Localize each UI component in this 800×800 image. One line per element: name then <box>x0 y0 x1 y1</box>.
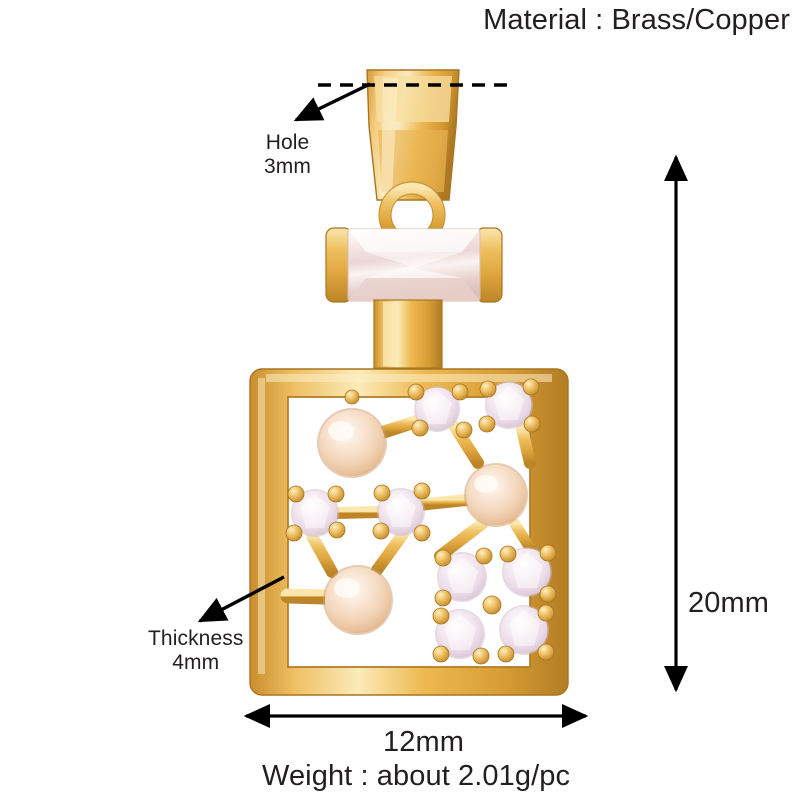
prong-bead <box>285 524 303 542</box>
prong-bead <box>432 607 450 625</box>
thickness-name: Thickness <box>148 627 244 650</box>
width-dimension-label: 12mm <box>383 726 464 758</box>
cz-stone <box>435 609 485 659</box>
thickness-value: 4mm <box>172 650 220 674</box>
pearls-group <box>317 408 528 635</box>
prong-bead <box>372 522 390 540</box>
bail-lower-facet <box>378 130 448 192</box>
baguette-setting-group <box>325 227 503 303</box>
baguette-facet-center <box>366 252 462 278</box>
lattice-bar <box>434 517 489 562</box>
pearl <box>464 463 528 527</box>
lattice-bar <box>412 494 472 511</box>
prong-bead <box>475 547 493 565</box>
frame-top-highlight <box>266 374 552 382</box>
prong-bead <box>373 484 391 502</box>
prong-bead <box>539 544 557 562</box>
bail-highlight <box>381 78 398 196</box>
prong-bead <box>413 482 431 500</box>
prong-bead <box>537 643 555 661</box>
pearl <box>317 408 387 478</box>
material-label: Material : Brass/Copper <box>483 4 790 36</box>
cz-stone <box>485 381 533 429</box>
hole-callout-arrow <box>293 82 371 122</box>
prong-bead <box>539 585 557 603</box>
prong-bead <box>537 604 555 622</box>
cz-stone <box>377 488 425 536</box>
prong-bead <box>497 645 515 663</box>
bail-group <box>366 69 460 201</box>
hole-name: Hole <box>265 131 310 154</box>
baguette-facet-bottom <box>348 278 480 301</box>
connector-bar-group <box>373 299 443 369</box>
prong-bead <box>407 383 425 401</box>
thickness-callout-arrow <box>197 575 285 623</box>
prong-bead <box>327 485 345 503</box>
lattice-bar <box>331 506 385 519</box>
prong-beads-group <box>285 378 557 665</box>
connector-bar-highlight <box>383 302 395 366</box>
prong-bead <box>455 421 473 439</box>
prong-bead <box>344 389 360 405</box>
cz-stones-group <box>291 381 552 659</box>
cz-stone <box>414 386 460 432</box>
prong-bead <box>523 415 541 433</box>
prong-bead <box>413 524 431 542</box>
lattice-bar <box>306 530 338 578</box>
cz-stone <box>502 547 552 597</box>
prong-bead <box>522 378 540 396</box>
prong-bead <box>499 545 517 563</box>
lattice-bar <box>516 423 536 469</box>
hole-value: 3mm <box>264 154 311 178</box>
prong-bead <box>478 415 496 433</box>
frame-left-highlight <box>258 378 265 674</box>
prong-bead <box>328 521 346 539</box>
prong-bead <box>432 645 450 663</box>
prong-bead <box>287 485 305 503</box>
baguette-facet-top <box>348 229 480 252</box>
prong-bead <box>451 383 469 401</box>
pearl <box>323 565 393 635</box>
prong-bead <box>434 589 452 607</box>
lattice-bar <box>280 588 333 605</box>
height-dimension-label: 20mm <box>688 587 769 619</box>
prong-bead <box>479 380 497 398</box>
cz-stone <box>291 489 339 537</box>
cz-stone <box>437 552 487 602</box>
weight-label: Weight : about 2.01g/pc <box>262 760 571 792</box>
lattice-bar <box>371 528 409 576</box>
prong-bead <box>411 419 429 437</box>
lattice-bar <box>509 518 536 554</box>
prong-bead <box>472 647 490 665</box>
prong-bead <box>434 549 452 567</box>
cz-stone <box>499 605 549 655</box>
prong-bead <box>482 595 502 615</box>
